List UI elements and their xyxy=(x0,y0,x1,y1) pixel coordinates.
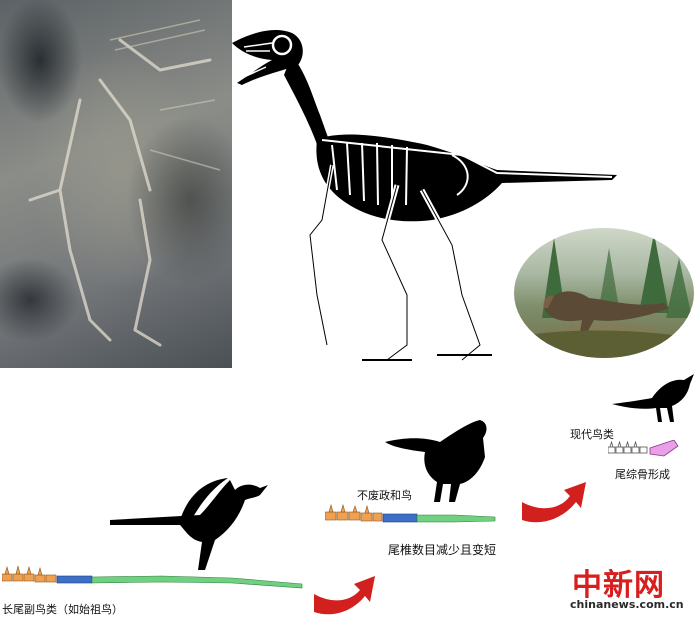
reconstruction-painting xyxy=(514,228,694,358)
modern-bird-silhouette xyxy=(612,374,694,422)
jeholornis-silhouette xyxy=(385,420,487,502)
archaeopteryx-silhouette xyxy=(110,478,268,570)
chinanews-url: chinanews.com.cn xyxy=(570,598,684,611)
chinanews-logo: 中新网 xyxy=(572,568,665,603)
long-tail-vertebrae xyxy=(2,565,303,589)
modern-birds-label: 现代鸟类 xyxy=(570,428,614,441)
fossil-photo xyxy=(0,0,232,368)
jeholornis-tail-vertebrae xyxy=(325,503,496,523)
red-arrow-2 xyxy=(522,482,586,523)
jeholornis-label: 不废政和鸟 xyxy=(357,489,412,502)
skeletal-reconstruction xyxy=(232,30,617,362)
caudal-reduction-label: 尾椎数目减少且变短 xyxy=(388,543,497,557)
pygostyle-label: 尾综骨形成 xyxy=(615,468,670,481)
red-arrow-1 xyxy=(314,576,375,615)
long-tail-birds-label: 长尾副鸟类（如始祖鸟） xyxy=(2,603,123,616)
modern-tail-vertebrae xyxy=(608,440,679,457)
